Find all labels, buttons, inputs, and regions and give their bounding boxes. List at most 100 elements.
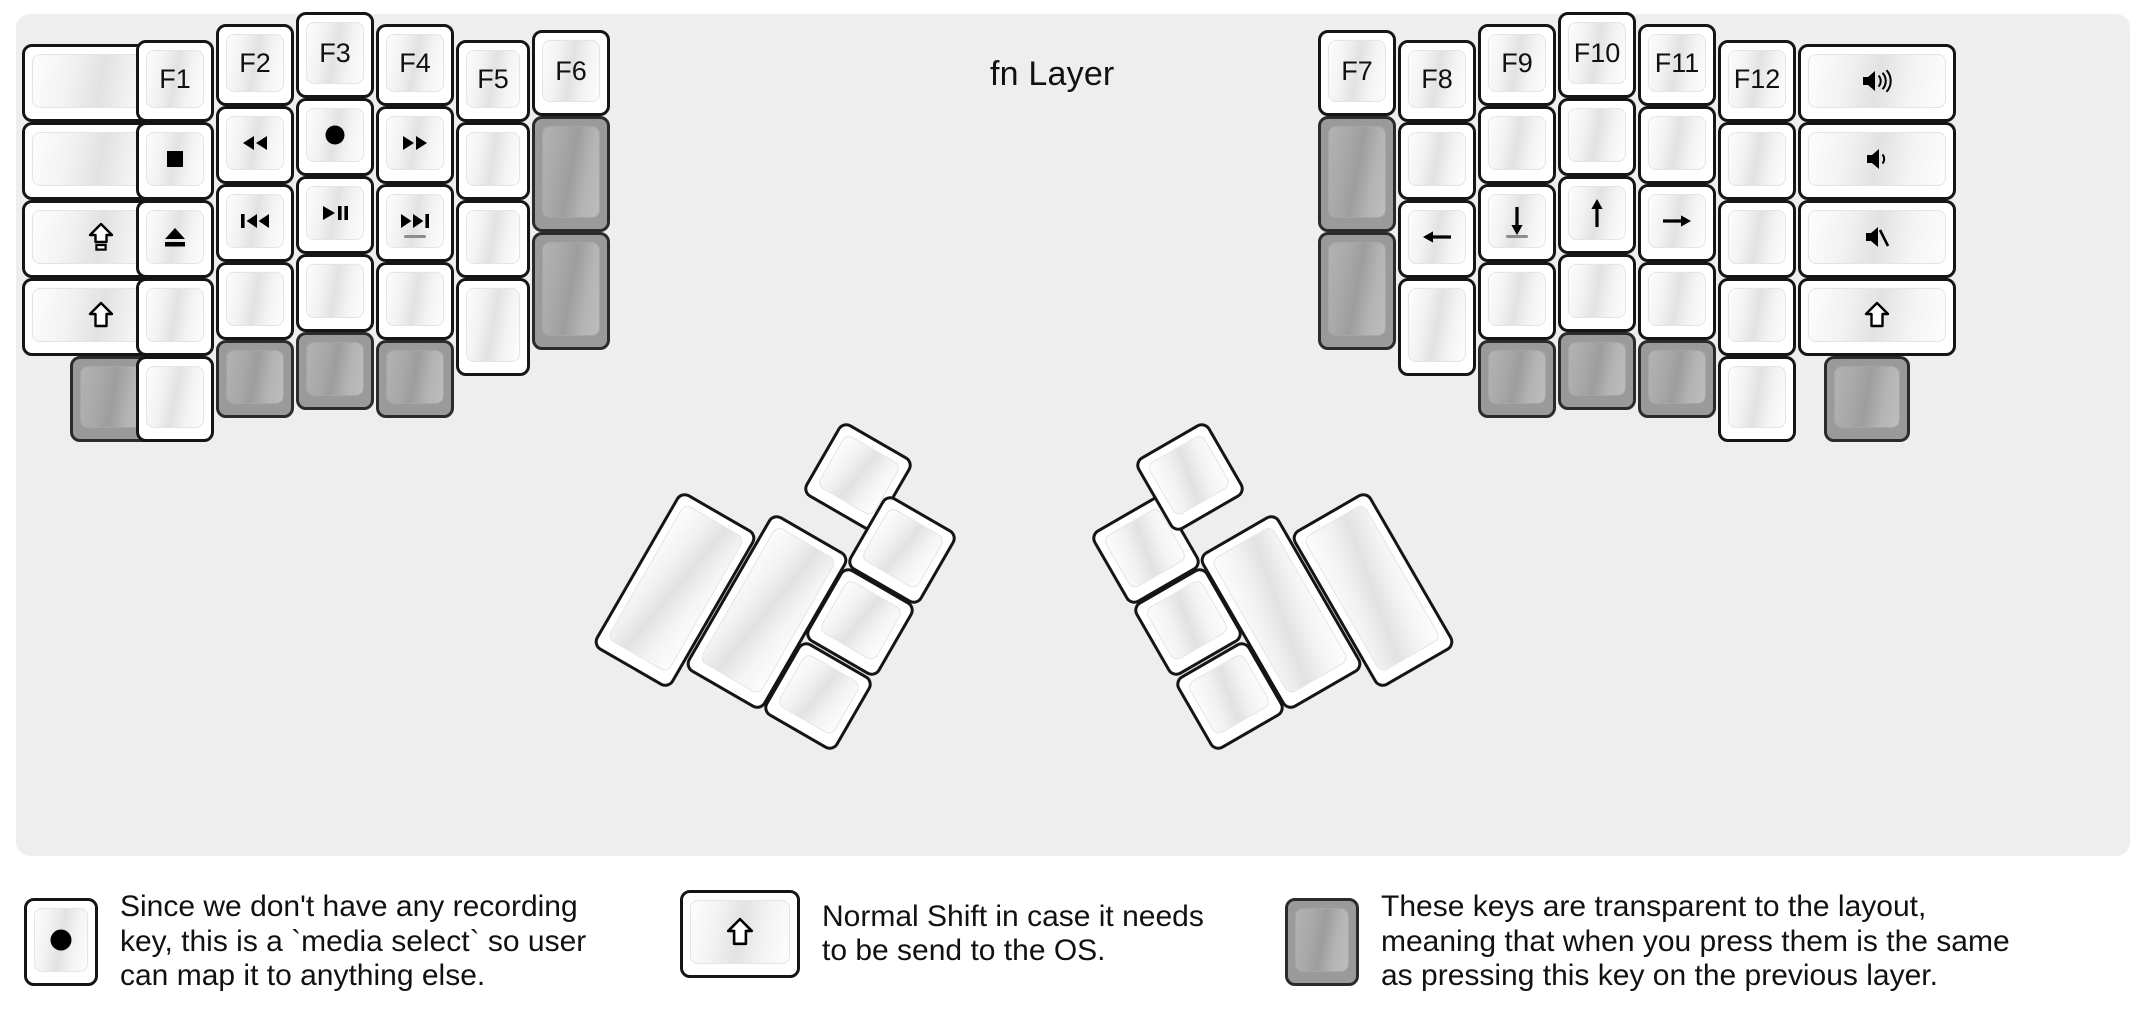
right-pinky-key-5[interactable] [1718, 356, 1796, 442]
right-ring-key-4[interactable] [1638, 262, 1716, 340]
caps-lock-icon [88, 222, 114, 252]
homing-bar [404, 235, 426, 238]
legend-item-transparent: These keys are transparent to the layout… [1285, 890, 2010, 994]
left-index-key-next-track[interactable] [376, 184, 454, 262]
left-thumb-cluster [591, 419, 960, 820]
right-ring-key-2[interactable] [1638, 106, 1716, 184]
key-label: F8 [1421, 63, 1453, 94]
right-middle-key-2[interactable] [1558, 98, 1636, 176]
media-record-icon [48, 927, 74, 953]
right-middle-key-transparent[interactable] [1558, 332, 1636, 410]
page-title: fn Layer [990, 55, 1115, 93]
right-pinky-key-3[interactable] [1718, 200, 1796, 278]
right-index-key-f9[interactable]: F9 [1478, 24, 1556, 106]
left-inner-key-3[interactable] [456, 200, 530, 278]
left-pinky-key-stop[interactable] [136, 122, 214, 200]
homing-bar [1506, 235, 1528, 238]
left-pinky-key-f1[interactable]: F1 [136, 40, 214, 122]
key-label: F10 [1573, 37, 1621, 68]
left-innermost-key-f6[interactable]: F6 [532, 30, 610, 116]
left-ring-key-prev-track[interactable] [216, 184, 294, 262]
right-index-key-transparent[interactable] [1478, 340, 1556, 418]
media-rewind-icon [239, 133, 271, 153]
left-index-key-fast-forward[interactable] [376, 106, 454, 184]
media-play-pause-icon [320, 203, 350, 223]
left-innermost-key-transparent-1[interactable] [532, 116, 610, 232]
right-outer-key-volume-down[interactable] [1798, 122, 1956, 200]
right-inner-key-f8[interactable]: F8 [1398, 40, 1476, 122]
left-index-key-4[interactable] [376, 262, 454, 340]
left-ring-key-f2[interactable]: F2 [216, 24, 294, 106]
right-outer-key-volume-up[interactable] [1798, 44, 1956, 122]
left-middle-key-record[interactable] [296, 98, 374, 176]
right-inner-key-arrow-left[interactable] [1398, 200, 1476, 278]
right-middle-key-arrow-up[interactable] [1558, 176, 1636, 254]
right-pinky-key-4[interactable] [1718, 278, 1796, 356]
left-middle-key-play-pause[interactable] [296, 176, 374, 254]
media-record-icon [323, 123, 347, 147]
volume-up-icon [1860, 68, 1894, 94]
left-middle-key-f3[interactable]: F3 [296, 12, 374, 98]
left-inner-key-f5[interactable]: F5 [456, 40, 530, 122]
key-label: F9 [1501, 47, 1533, 78]
right-outer-key-volume-mute[interactable] [1798, 200, 1956, 278]
left-pinky-key-5[interactable] [136, 356, 214, 442]
right-middle-key-f10[interactable]: F10 [1558, 12, 1636, 98]
right-index-key-arrow-down[interactable] [1478, 184, 1556, 262]
key-label: F3 [319, 37, 351, 68]
right-innermost-key-transparent-1[interactable] [1318, 116, 1396, 232]
shift-icon [88, 301, 114, 329]
right-ring-key-f11[interactable]: F11 [1638, 24, 1716, 106]
legend-text: Normal Shift in case it needs to be send… [822, 899, 1204, 968]
key-label: F4 [399, 47, 431, 78]
volume-mute-icon [1863, 224, 1891, 250]
media-prev-track-icon [238, 211, 272, 231]
right-ring-key-arrow-right[interactable] [1638, 184, 1716, 262]
left-ring-key-transparent[interactable] [216, 340, 294, 418]
key-label: F2 [239, 47, 271, 78]
right-thumb-cluster [1088, 419, 1457, 820]
left-ring-key-rewind[interactable] [216, 106, 294, 184]
key-label: F11 [1654, 47, 1700, 78]
left-middle-key-4[interactable] [296, 254, 374, 332]
legend-key-shift [680, 890, 800, 978]
shift-icon [726, 917, 754, 947]
right-innermost-key-transparent-2[interactable] [1318, 232, 1396, 350]
key-label: F5 [477, 63, 509, 94]
left-ring-key-4[interactable] [216, 262, 294, 340]
media-fast-forward-icon [399, 133, 431, 153]
left-index-key-transparent[interactable] [376, 340, 454, 418]
left-pinky-key-eject[interactable] [136, 200, 214, 278]
shift-icon [1864, 301, 1890, 329]
key-label: F7 [1341, 55, 1373, 86]
legend-text: Since we don't have any recording key, t… [120, 890, 587, 992]
right-middle-key-4[interactable] [1558, 254, 1636, 332]
right-index-key-2[interactable] [1478, 106, 1556, 184]
left-pinky-key-4[interactable] [136, 278, 214, 356]
key-label: F12 [1733, 63, 1781, 94]
arrow-right-icon [1660, 210, 1694, 232]
key-label: F1 [159, 63, 191, 94]
left-index-key-f4[interactable]: F4 [376, 24, 454, 106]
right-inner-key-4[interactable] [1398, 278, 1476, 376]
left-inner-key-4[interactable] [456, 278, 530, 376]
arrow-down-icon [1506, 204, 1528, 238]
left-innermost-key-transparent-2[interactable] [532, 232, 610, 350]
right-innermost-key-f7[interactable]: F7 [1318, 30, 1396, 116]
legend-item-record: Since we don't have any recording key, t… [24, 890, 586, 994]
media-next-track-icon [398, 211, 432, 231]
legend-key-transparent [1285, 897, 1359, 986]
left-inner-key-2[interactable] [456, 122, 530, 200]
right-index-key-4[interactable] [1478, 262, 1556, 340]
right-pinky-key-2[interactable] [1718, 122, 1796, 200]
right-outer-key-transparent[interactable] [1824, 356, 1910, 442]
volume-down-icon [1864, 146, 1890, 172]
right-pinky-key-f12[interactable]: F12 [1718, 40, 1796, 122]
right-inner-key-2[interactable] [1398, 122, 1476, 200]
right-outer-key-shift[interactable] [1798, 278, 1956, 356]
media-eject-icon [162, 225, 188, 249]
arrow-up-icon [1586, 196, 1608, 230]
arrow-left-icon [1420, 226, 1454, 248]
right-ring-key-transparent[interactable] [1638, 340, 1716, 418]
left-middle-key-transparent[interactable] [296, 332, 374, 410]
